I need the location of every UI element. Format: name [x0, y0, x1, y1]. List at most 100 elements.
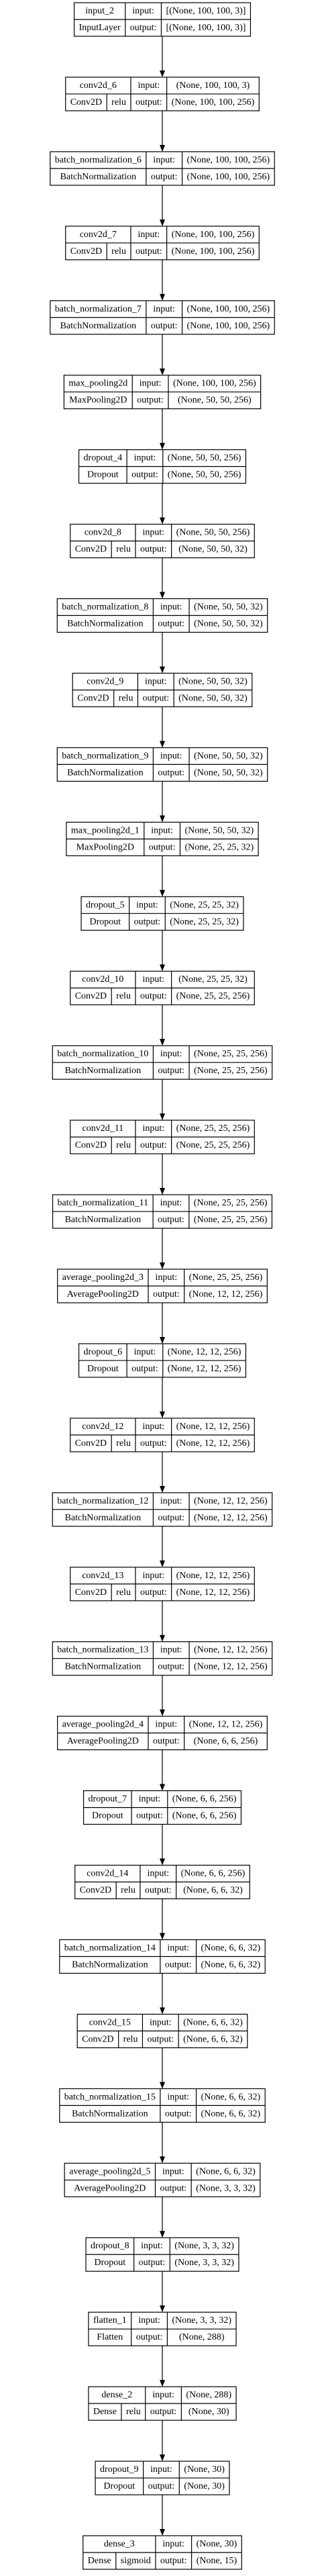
output-shape: (None, 12, 12, 256) [176, 1438, 250, 1448]
layer-type: BatchNormalization [65, 1066, 142, 1076]
layer-activation: relu [116, 1140, 131, 1150]
edge-arrow [160, 2420, 165, 2462]
edge-arrow [160, 1303, 165, 1344]
layer-name: dropout_4 [84, 453, 123, 463]
layer-node: average_pooling2d_4AveragePooling2Dinput… [57, 1716, 268, 1751]
layer-activation: relu [116, 1588, 131, 1598]
output-shape: (None, 6, 6, 256) [172, 1811, 237, 1821]
output-shape: (None, 6, 6, 32) [201, 2109, 261, 2119]
output-shape: (None, 25, 25, 256) [176, 1140, 250, 1150]
input-label: input: [138, 81, 160, 91]
output-shape: (None, 100, 100, 256) [187, 321, 270, 331]
edge-arrow [160, 1749, 165, 1791]
layer-name: conv2d_14 [87, 1869, 128, 1879]
layer-type: BatchNormalization [65, 1662, 142, 1672]
output-shape: (None, 100, 100, 256) [187, 172, 270, 182]
output-shape: (None, 50, 50, 32) [178, 693, 248, 703]
edge-arrow [160, 185, 165, 226]
output-label: output: [158, 768, 184, 778]
input-shape: (None, 6, 6, 32) [183, 2017, 243, 2027]
input-label: input: [147, 1869, 169, 1879]
output-shape: (None, 50, 50, 32) [194, 768, 263, 778]
output-label: output: [145, 1886, 172, 1896]
output-shape: (None, 6, 6, 32) [183, 1886, 243, 1896]
edge-arrow [160, 1898, 165, 1940]
layer-name: batch_normalization_10 [57, 1049, 148, 1059]
input-shape: (None, 25, 25, 256) [176, 1123, 250, 1134]
output-label: output: [142, 693, 169, 703]
layer-name: max_pooling2d_1 [71, 825, 140, 835]
output-label: output: [147, 2034, 174, 2044]
output-label: output: [158, 1662, 184, 1672]
output-label: output: [140, 1438, 167, 1448]
output-label: output: [149, 842, 176, 852]
input-label: input: [142, 974, 164, 984]
layer-type: Flatten [97, 2332, 123, 2342]
input-label: input: [167, 1943, 189, 1953]
output-shape: (None, 100, 100, 256) [172, 246, 255, 257]
layer-node: batch_normalization_12BatchNormalization… [52, 1492, 273, 1527]
layer-node: batch_normalization_10BatchNormalization… [52, 1045, 273, 1080]
layer-name: conv2d_15 [89, 2017, 131, 2027]
layer-activation: relu [116, 545, 131, 555]
layer-type: Dropout [90, 917, 121, 927]
layer-node: batch_normalization_6BatchNormalizationi… [50, 151, 275, 186]
edge-arrow [160, 557, 165, 599]
layer-type: Dropout [92, 1811, 123, 1821]
layer-type: Dense [88, 2556, 111, 2566]
output-shape: (None, 50, 50, 32) [194, 619, 263, 629]
layer-name: batch_normalization_6 [55, 155, 142, 165]
layer-activation: relu [111, 246, 126, 257]
layer-node: batch_normalization_14BatchNormalization… [59, 1939, 266, 1974]
layer-type: AveragePooling2D [67, 1737, 139, 1747]
output-label: output: [160, 2183, 186, 2193]
input-shape: (None, 25, 25, 256) [194, 1049, 268, 1059]
edge-arrow [160, 1973, 165, 2015]
layer-name: dropout_5 [86, 900, 125, 910]
input-shape: (None, 6, 6, 256) [181, 1869, 246, 1879]
output-label: output: [165, 1960, 192, 1970]
input-shape: (None, 6, 6, 32) [201, 1943, 261, 1953]
layer-type: Conv2D [82, 2034, 113, 2044]
layer-node: batch_normalization_8BatchNormalizationi… [56, 598, 268, 633]
output-label: output: [151, 172, 178, 182]
input-shape: (None, 100, 100, 256) [187, 155, 270, 165]
layer-name: batch_normalization_9 [62, 751, 148, 761]
layer-name: conv2d_8 [85, 528, 121, 538]
edge-arrow [160, 1675, 165, 1716]
output-shape: (None, 6, 6, 32) [183, 2034, 243, 2044]
edge-arrow [160, 781, 165, 823]
layer-name: batch_normalization_14 [64, 1943, 156, 1953]
edge-arrow [160, 334, 165, 375]
layer-name: conv2d_12 [82, 1422, 123, 1432]
output-shape: (None, 25, 25, 256) [194, 1215, 268, 1225]
layer-node: batch_normalization_11BatchNormalization… [52, 1194, 273, 1229]
layer-type: Conv2D [77, 693, 109, 703]
layer-activation: relu [121, 1886, 136, 1896]
input-label: input: [136, 900, 158, 910]
input-shape: (None, 100, 100, 256) [187, 304, 270, 314]
input-shape: (None, 12, 12, 256) [176, 1571, 250, 1581]
layer-type: InputLayer [79, 23, 121, 33]
output-shape: (None, 25, 25, 256) [176, 991, 250, 1001]
output-label: output: [148, 2481, 175, 2491]
layer-type: Conv2D [80, 1886, 111, 1896]
edge-arrow [160, 706, 165, 748]
input-label: input: [167, 2092, 189, 2102]
input-label: input: [160, 602, 182, 612]
layer-name: flatten_1 [93, 2315, 127, 2326]
input-shape: (None, 30) [184, 2465, 225, 2475]
layer-type: BatchNormalization [67, 619, 144, 629]
edge-arrow [160, 2048, 165, 2089]
output-shape: (None, 12, 12, 256) [168, 1364, 241, 1374]
output-label: output: [131, 470, 158, 480]
output-shape: (None, 25, 25, 32) [184, 842, 254, 852]
output-label: output: [131, 1364, 158, 1374]
layer-node: batch_normalization_13BatchNormalization… [52, 1641, 273, 1676]
input-label: input: [160, 1496, 182, 1506]
layer-name: batch_normalization_12 [57, 1496, 148, 1506]
